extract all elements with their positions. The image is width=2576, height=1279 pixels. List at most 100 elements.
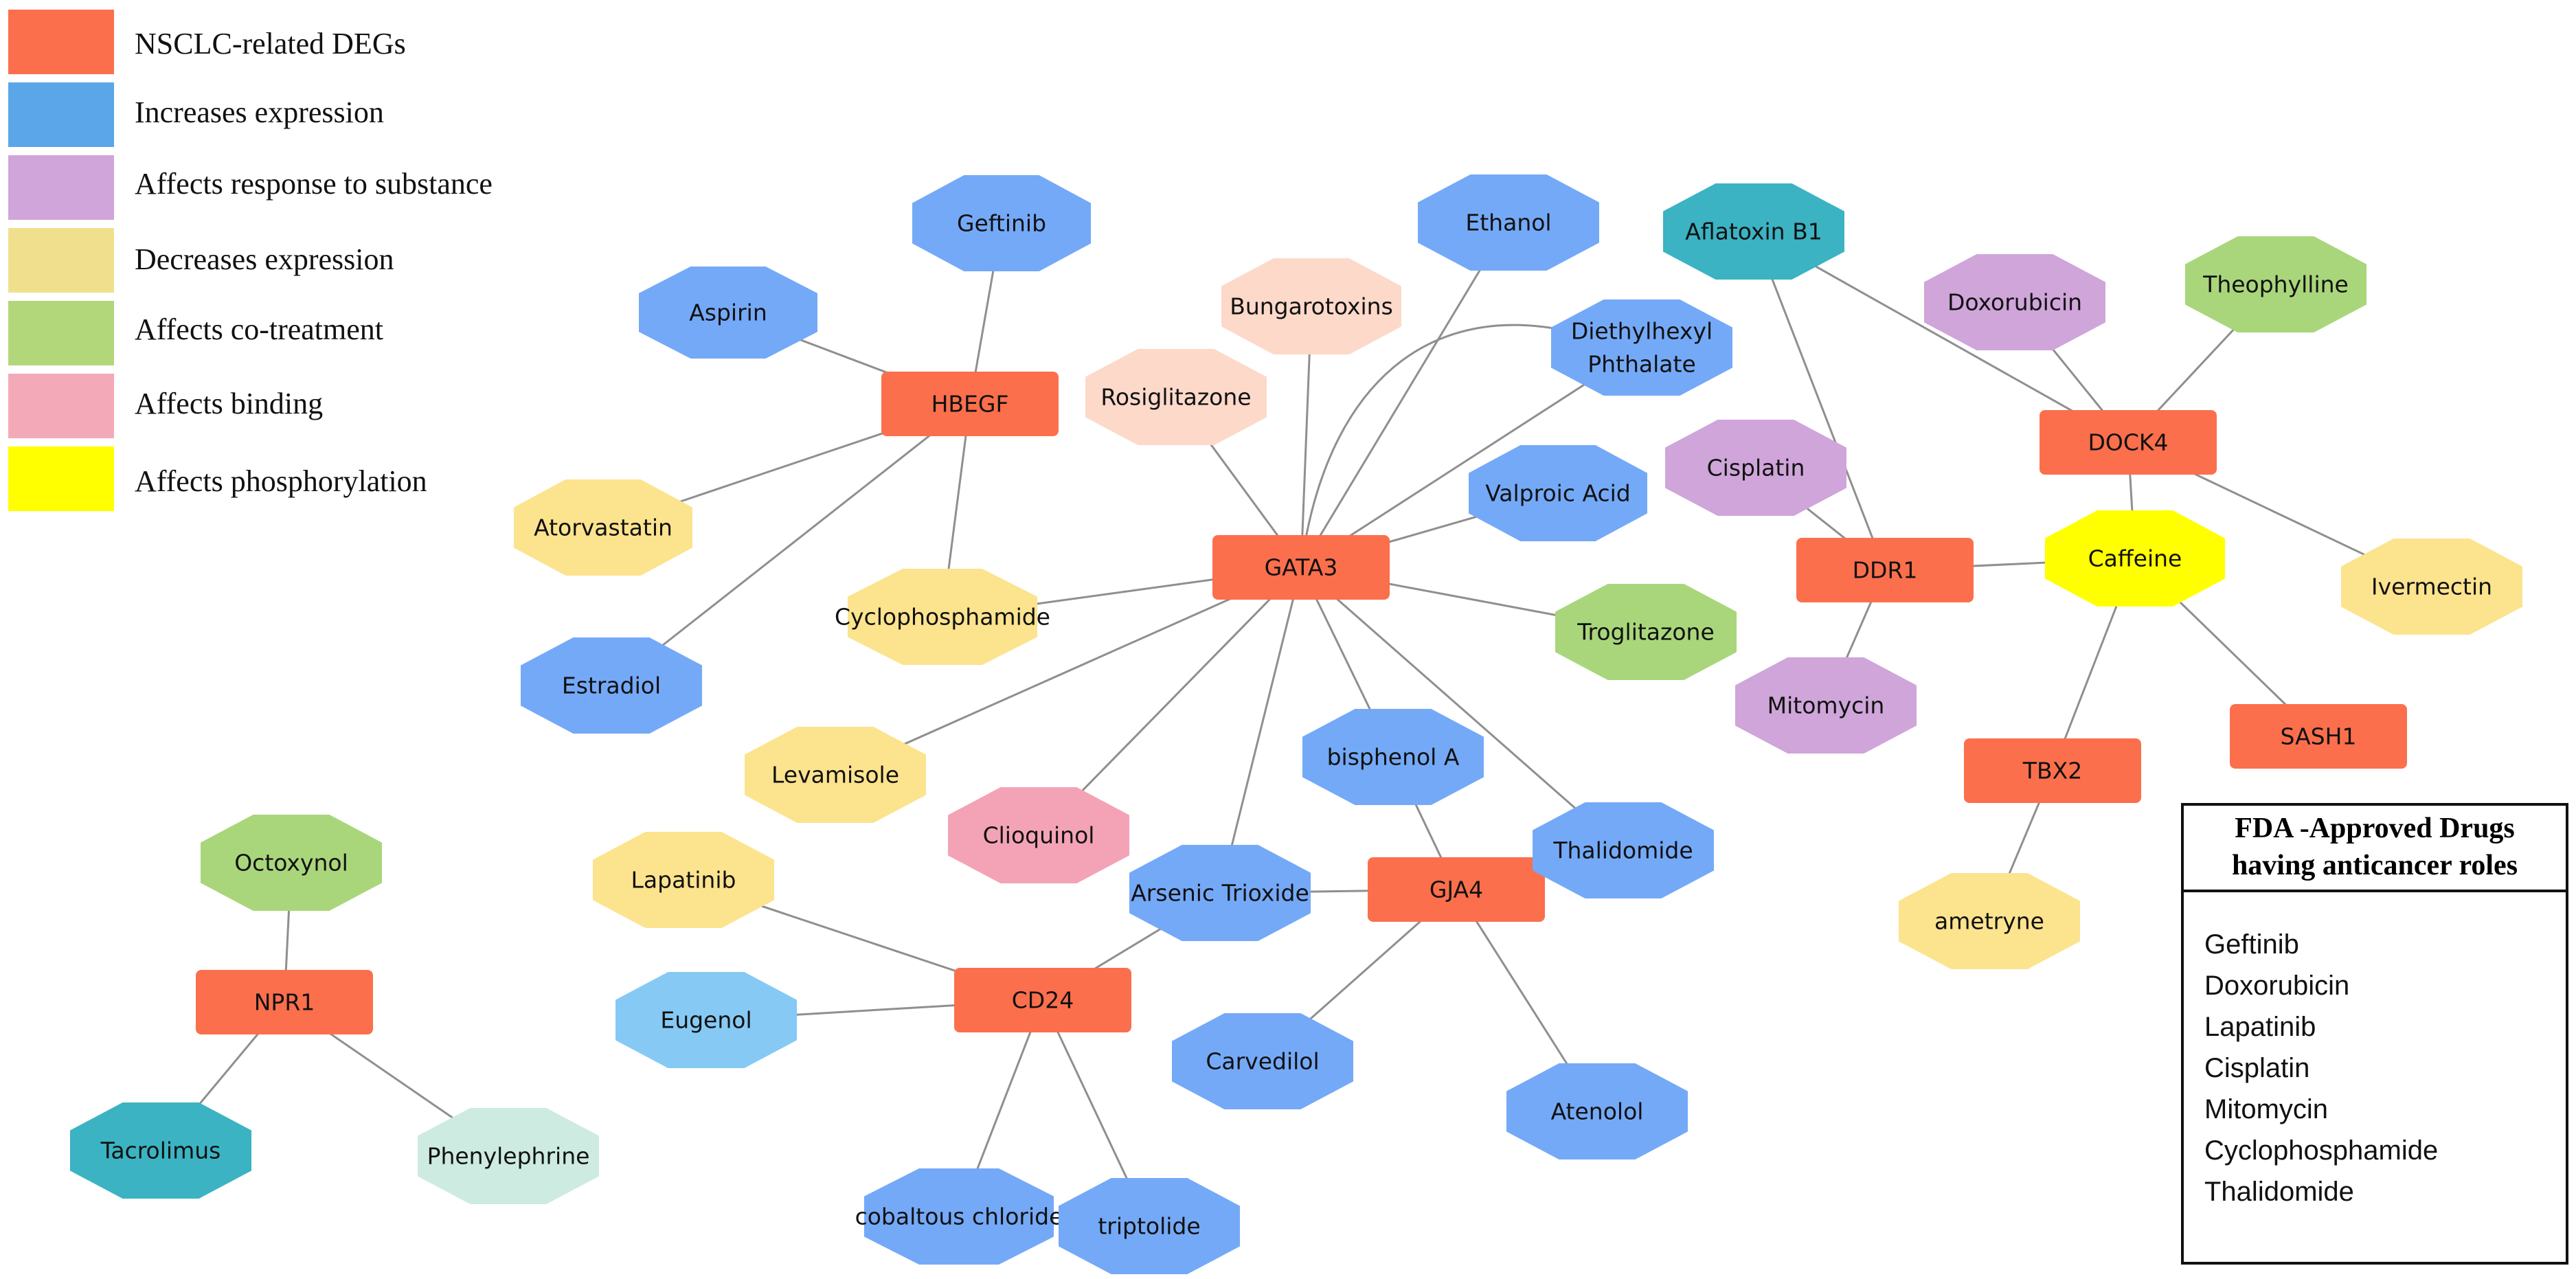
drug-octagon (593, 832, 774, 928)
node-octoxynol[interactable]: Octoxynol (201, 815, 382, 911)
drug-octagon (1085, 349, 1267, 445)
node-label: Theophylline (2202, 271, 2349, 298)
node-valproic[interactable]: Valproic Acid (1469, 445, 1647, 541)
node-bungarotoxins[interactable]: Bungarotoxins (1221, 258, 1401, 354)
legend-swatch-phosphorylation (8, 446, 114, 511)
node-label: Caffeine (2088, 545, 2182, 572)
node-carvedilol[interactable]: Carvedilol (1172, 1013, 1353, 1109)
node-gata3[interactable]: GATA3 (1212, 535, 1390, 600)
gene-box (1964, 738, 2141, 803)
node-aspirin[interactable]: Aspirin (639, 267, 817, 359)
legend-label-increases: Increases expression (135, 95, 384, 129)
node-troglitazone[interactable]: Troglitazone (1555, 584, 1737, 680)
gene-box (881, 372, 1059, 436)
node-levamisole[interactable]: Levamisole (745, 727, 926, 823)
drug-octagon (1221, 258, 1401, 354)
node-label: SASH1 (2281, 723, 2357, 750)
node-label: Bungarotoxins (1230, 293, 1393, 320)
node-label: Phenylephrine (427, 1143, 590, 1170)
node-ddr1[interactable]: DDR1 (1796, 538, 1974, 602)
node-triptolide[interactable]: triptolide (1059, 1178, 1240, 1274)
node-label: Geftinib (957, 210, 1046, 237)
drug-octagon (1665, 420, 1846, 516)
drug-octagon (2341, 539, 2522, 635)
edge-gata3-ethanol (1300, 222, 1510, 568)
edge-gata3-levamisole (835, 566, 1302, 776)
node-label: Cyclophosphamide (835, 604, 1050, 631)
drug-octagon (1469, 445, 1647, 541)
node-rosiglitazone[interactable]: Rosiglitazone (1085, 349, 1267, 445)
node-tacrolimus[interactable]: Tacrolimus (70, 1102, 251, 1199)
node-hbegf[interactable]: HBEGF (881, 372, 1059, 436)
drug-octagon (1129, 845, 1311, 941)
node-label: Lapatinib (631, 867, 736, 894)
edge-hbegf-estradiol (611, 403, 971, 687)
node-phenylephrine[interactable]: Phenylephrine (418, 1108, 599, 1204)
node-cyclophosphamide[interactable]: Cyclophosphamide (835, 569, 1050, 665)
legend-swatch-binding (8, 374, 114, 438)
legend-swatch-decreases (8, 228, 114, 293)
node-estradiol[interactable]: Estradiol (521, 637, 702, 734)
node-ethanol[interactable]: Ethanol (1418, 174, 1599, 271)
node-label: Atenolol (1551, 1098, 1644, 1125)
fda-drug-item: Cyclophosphamide (2204, 1135, 2439, 1166)
gene-box (2040, 410, 2217, 475)
legend-label-decreases: Decreases expression (135, 242, 394, 276)
node-mitomycin[interactable]: Mitomycin (1735, 657, 1917, 754)
gene-box (1796, 538, 1974, 602)
node-clioquinol[interactable]: Clioquinol (948, 787, 1129, 883)
node-atenolol[interactable]: Atenolol (1506, 1063, 1688, 1159)
drug-octagon (1302, 709, 1484, 805)
node-arsenic[interactable]: Arsenic Trioxide (1129, 845, 1311, 941)
gene-box (1368, 857, 1545, 922)
node-label: Ivermectin (2371, 574, 2492, 600)
drug-octagon (418, 1108, 599, 1204)
legend-label-cotreatment: Affects co-treatment (135, 313, 383, 346)
node-thalidomide[interactable]: Thalidomide (1533, 802, 1714, 898)
drug-octagon (514, 479, 692, 576)
node-cd24[interactable]: CD24 (954, 968, 1131, 1032)
node-npr1[interactable]: NPR1 (196, 970, 373, 1034)
node-cisplatin[interactable]: Cisplatin (1665, 420, 1846, 516)
node-gja4[interactable]: GJA4 (1368, 857, 1545, 922)
node-eugenol[interactable]: Eugenol (615, 972, 797, 1068)
node-caffeine[interactable]: Caffeine (2045, 510, 2225, 607)
drug-octagon (948, 787, 1129, 883)
node-label: GATA3 (1265, 554, 1338, 581)
drug-octagon (1924, 254, 2105, 350)
node-label: Arsenic Trioxide (1131, 880, 1309, 907)
node-label: Thalidomide (1552, 837, 1693, 864)
node-ivermectin[interactable]: Ivermectin (2341, 539, 2522, 635)
node-lapatinib[interactable]: Lapatinib (593, 832, 774, 928)
gene-box (196, 970, 373, 1034)
drug-octagon (1555, 584, 1737, 680)
node-label-line1: Diethylhexyl (1571, 318, 1713, 345)
drug-octagon (2045, 510, 2225, 607)
node-cobaltous[interactable]: cobaltous chloride (855, 1168, 1063, 1265)
legend-swatch-response (8, 155, 114, 220)
fda-drug-list: Geftinib Doxorubicin Lapatinib Cisplatin… (2184, 892, 2566, 1212)
drug-octagon (1735, 657, 1917, 754)
node-geftinib[interactable]: Geftinib (912, 175, 1091, 271)
node-label: Estradiol (562, 672, 661, 699)
node-label: GJA4 (1430, 876, 1483, 903)
drug-octagon (1663, 183, 1844, 280)
fda-title-line2: having anticancer roles (2231, 850, 2518, 881)
node-atorvastatin[interactable]: Atorvastatin (514, 479, 692, 576)
node-aflatoxin[interactable]: Aflatoxin B1 (1663, 183, 1844, 280)
legend-label-binding: Affects binding (135, 387, 323, 420)
fda-title-line1: FDA -Approved Drugs (2235, 813, 2515, 845)
legend-label-response: Affects response to substance (135, 167, 493, 201)
node-doxorubicin[interactable]: Doxorubicin (1924, 254, 2105, 350)
node-label: cobaltous chloride (855, 1203, 1063, 1230)
node-bisphenol[interactable]: bisphenol A (1302, 709, 1484, 805)
node-theophylline[interactable]: Theophylline (2185, 236, 2366, 332)
node-dock4[interactable]: DOCK4 (2040, 410, 2217, 475)
node-ametryne[interactable]: ametryne (1899, 873, 2080, 969)
node-label: Aspirin (689, 299, 767, 326)
node-sash1[interactable]: SASH1 (2230, 704, 2407, 769)
edge-ddr1-aflatoxin (1752, 231, 1886, 571)
node-tbx2[interactable]: TBX2 (1964, 738, 2141, 803)
